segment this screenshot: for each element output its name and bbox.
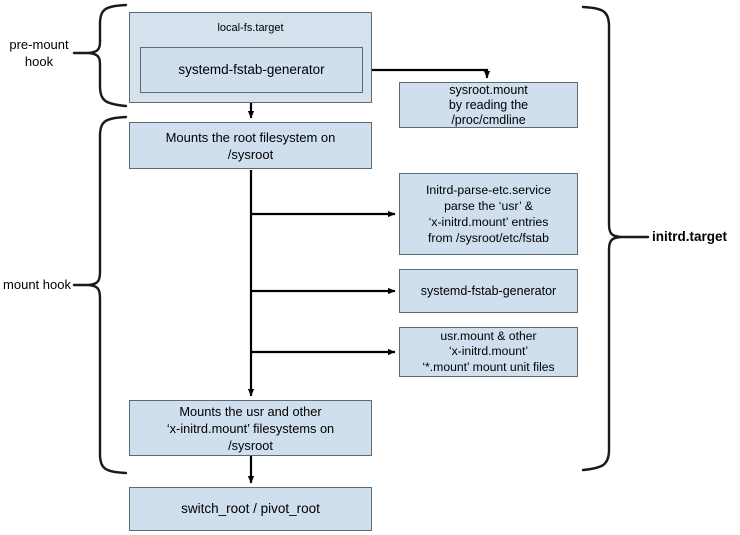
node-local-fs-target[interactable]: local-fs.target systemd-fstab-generator <box>129 12 372 103</box>
node-local-fs-target-title: local-fs.target <box>217 22 284 34</box>
mount-hook-brace <box>72 115 128 475</box>
node-mounts-root-filesystem[interactable]: Mounts the root filesystem on /sysroot <box>129 122 372 169</box>
node-mounts-usr-and-other[interactable]: Mounts the usr and other ‘x-initrd.mount… <box>129 400 372 456</box>
node-initrd-parse-etc-service[interactable]: Initrd-parse-etc.service parse the ‘usr’… <box>399 173 578 255</box>
pre-mount-hook-brace <box>72 3 128 108</box>
mount-hook-label: mount hook <box>3 277 71 292</box>
initrd-target-brace <box>581 5 650 472</box>
node-systemd-fstab-generator-top[interactable]: systemd-fstab-generator <box>140 47 363 93</box>
arrow-fstabgen-to-sysrootmount <box>358 68 491 79</box>
node-switch-root-pivot-root[interactable]: switch_root / pivot_root <box>129 487 372 531</box>
initrd-target-label: initrd.target <box>652 229 728 244</box>
pre-mount-hook-label: pre-mount hook <box>9 37 69 69</box>
node-systemd-fstab-generator-mid[interactable]: systemd-fstab-generator <box>399 269 578 313</box>
node-usr-mount-other[interactable]: usr.mount & other ‘x-initrd.mount’ ‘*.mo… <box>399 327 578 377</box>
node-sysroot-mount[interactable]: sysroot.mount by reading the /proc/cmdli… <box>399 82 578 128</box>
